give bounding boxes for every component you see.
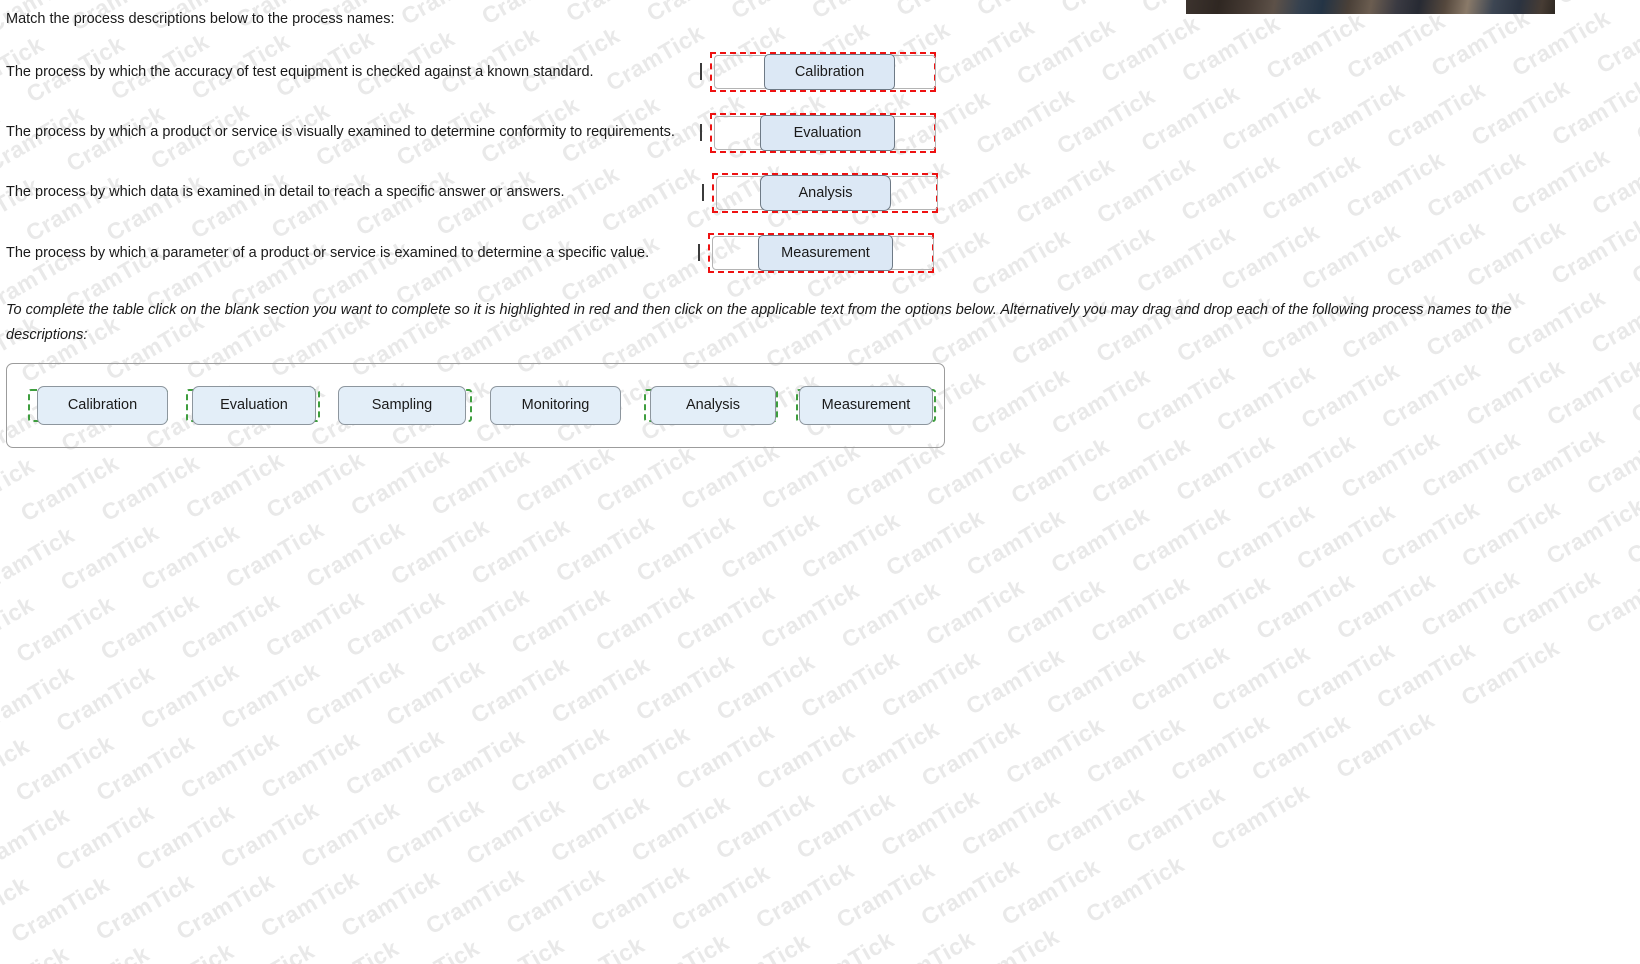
option-label[interactable]: Calibration: [37, 386, 168, 425]
answer-chip-4[interactable]: Measurement: [758, 235, 893, 271]
answer-chip-1[interactable]: Calibration: [764, 54, 895, 90]
option-label[interactable]: Measurement: [799, 386, 933, 425]
option-label[interactable]: Analysis: [650, 386, 776, 425]
instructions-text: To complete the table click on the blank…: [6, 302, 1512, 343]
text-caret-icon: [698, 244, 700, 261]
text-caret-icon: [702, 184, 704, 201]
description-text-2: The process by which a product or servic…: [6, 124, 675, 140]
option-sampling[interactable]: Sampling: [338, 386, 478, 426]
description-text-4: The process by which a parameter of a pr…: [6, 245, 650, 261]
answer-chip-2[interactable]: Evaluation: [760, 115, 895, 151]
answer-chip-3[interactable]: Analysis: [760, 175, 891, 211]
option-analysis[interactable]: Analysis: [644, 386, 784, 426]
option-calibration[interactable]: Calibration: [28, 386, 176, 426]
description-text-1: The process by which the accuracy of tes…: [6, 64, 594, 80]
option-label[interactable]: Evaluation: [192, 386, 316, 425]
option-monitoring[interactable]: Monitoring: [490, 386, 630, 426]
options-tray: Calibration Evaluation Sampling Monitori…: [6, 363, 945, 448]
text-caret-icon: [700, 63, 702, 80]
page-title: Match the process descriptions below to …: [6, 11, 395, 27]
option-label[interactable]: Monitoring: [490, 386, 621, 425]
option-measurement[interactable]: Measurement: [796, 386, 946, 426]
option-label[interactable]: Sampling: [338, 386, 466, 425]
top-banner-image: [1186, 0, 1555, 14]
text-caret-icon: [700, 124, 702, 141]
option-evaluation[interactable]: Evaluation: [186, 386, 326, 426]
description-text-3: The process by which data is examined in…: [6, 184, 565, 200]
